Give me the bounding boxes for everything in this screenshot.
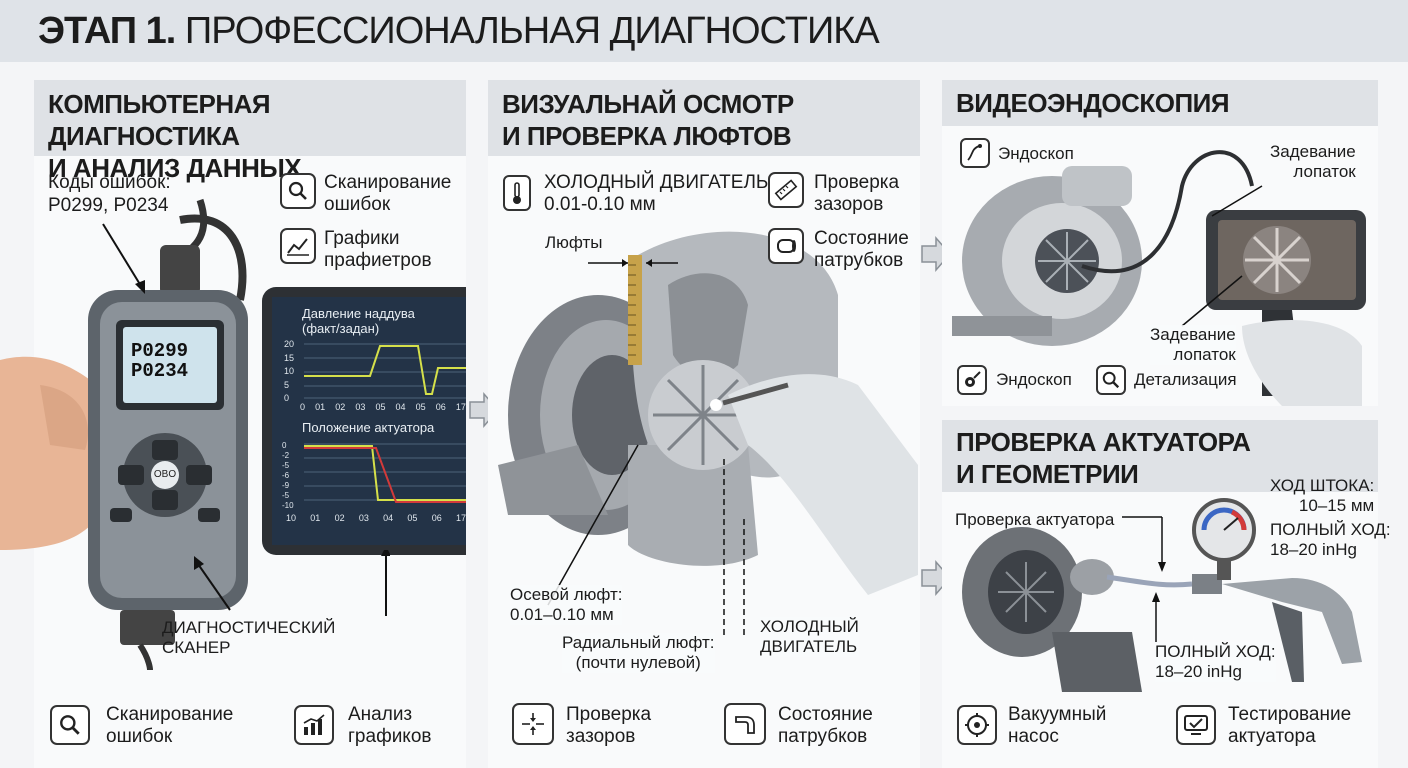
detail-search-icon: [1096, 365, 1126, 395]
endoscope-cable: [1081, 150, 1254, 274]
play-label: Люфты: [545, 233, 603, 252]
graph2-title: Положение актуатора: [302, 420, 435, 435]
endoscope-label-bottom: Эндоскоп: [996, 370, 1072, 389]
hose-icon: [724, 703, 766, 745]
detail-label: Детализация: [1134, 370, 1237, 389]
chart-analysis-icon: [294, 705, 334, 745]
axial-play-label: Осевой люфт:0.01–0.10 мм: [510, 585, 623, 625]
graph-icon: [280, 228, 316, 264]
axial-pointer: [547, 444, 639, 606]
thermometer-icon: [503, 175, 531, 211]
search-icon: [280, 173, 316, 209]
scanner-cable-top: [179, 214, 247, 301]
codes-pointer-arrow: [102, 223, 145, 294]
gloved-hand: [728, 374, 918, 595]
endoscope-label-top: Эндоскоп: [998, 144, 1074, 163]
full-travel-spec-2: ПОЛНЫЙ ХОД:18–20 inHg: [1155, 642, 1276, 682]
endoscope-illustration: [952, 150, 1366, 406]
scanner-ok-button: OBO: [153, 469, 177, 480]
vacuum-hose: [1106, 574, 1193, 588]
graph2-yticks: 0-2-5-6-9-5-10: [282, 441, 294, 510]
graph1-plot: [304, 343, 466, 399]
camera-probe-icon: [957, 365, 987, 395]
actuator-illustration: [962, 498, 1362, 692]
graph1-line: [304, 345, 466, 395]
page-title: ЭТАП 1. ПРОФЕССИОНАЛЬНАЯ ДИАГНОСТИКА: [38, 10, 880, 52]
scanner-illustration: [0, 198, 248, 670]
stroke-spec: ХОД ШТОКА:10–15 мм: [1270, 476, 1375, 515]
graph1-title: Давление наддува(факт/задан): [302, 306, 415, 336]
scanner-screen: [123, 327, 217, 403]
clearance-gauge-icon: [512, 703, 554, 745]
graph2-plot: [304, 443, 466, 503]
graph2-yellow-line: [304, 445, 466, 501]
page-header: ЭТАП 1. ПРОФЕССИОНАЛЬНАЯ ДИАГНОСТИКА: [0, 0, 1408, 62]
turbo-cutaway-illustration: [498, 231, 918, 635]
pipe-icon: [768, 228, 804, 264]
radial-play-label: Радиальный люфт:(почти нулевой): [562, 633, 715, 673]
actuator-check-label: Проверка актуатора: [955, 510, 1115, 529]
scanner-label-pointers: [194, 550, 390, 616]
search-icon-bottom: [50, 705, 90, 745]
vacuum-pump: [1222, 578, 1362, 664]
obd-connector: [160, 245, 200, 295]
full-travel-spec: ПОЛНЫЙ ХОД:18–20 inHg: [1270, 520, 1391, 559]
tablet-screen: [272, 297, 466, 545]
glove-hand: [1242, 320, 1362, 406]
vacuum-pump-icon: [957, 705, 997, 745]
error-codes-label: Коды ошибок:: [48, 172, 171, 193]
hand-shape: [0, 356, 110, 550]
panel3-header: ВИДЕОЭНДОСКОПИЯ: [942, 80, 1378, 126]
actuator-can: [1070, 559, 1114, 595]
error-codes-value: P0299, P0234: [48, 195, 169, 216]
ruler-icon: [768, 172, 804, 208]
endoscope-icon: [960, 138, 990, 168]
monitor-test-icon: [1176, 705, 1216, 745]
ruler: [628, 255, 642, 365]
panel3-title: ВИДЕОЭНДОСКОПИЯ: [956, 88, 1230, 118]
graph2-red-line: [304, 447, 466, 503]
